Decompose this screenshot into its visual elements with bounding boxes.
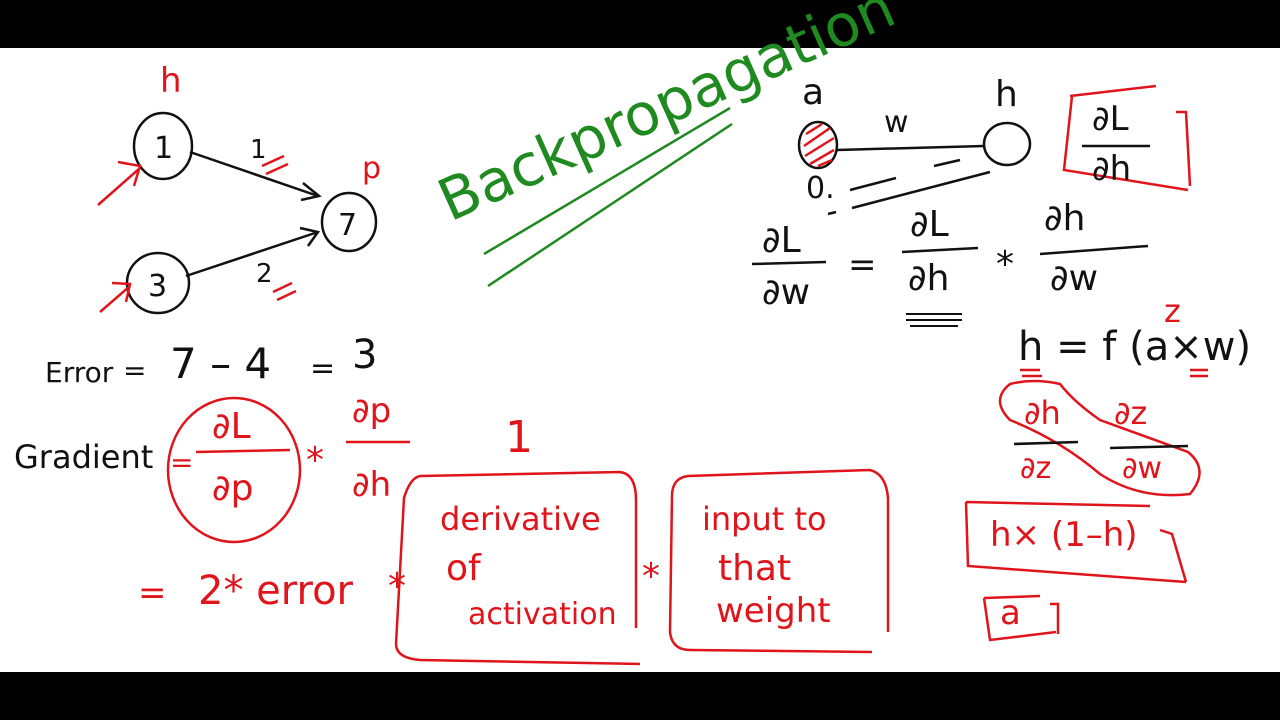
chain-lhs-den: ∂w [762,272,810,313]
chain-eq: = [848,245,877,285]
local-dz: ∂z [1114,394,1147,432]
input-line1: input to [702,500,827,538]
error-eq2: = [310,351,335,386]
chain-lhs-num: ∂L [762,220,801,261]
local-dw: ∂w [1122,451,1162,486]
error-expr: 7 – 4 [170,339,271,388]
local-chain-loop [998,379,1201,497]
gradient-word: Gradient [14,438,153,476]
hfunc-w-underline [1190,368,1208,378]
right-node-a [797,120,839,170]
activation-function: z h = f (a×w) [1018,292,1251,378]
derivative-box: derivative of activation [394,470,641,666]
node-top [132,111,194,181]
gradient-eq-two: = [138,573,167,613]
result-deriv-text: h× (1–h) [990,515,1138,555]
results: h× (1–h) a [964,500,1188,642]
input-arrow-bottom [99,281,132,313]
weight-top-marks [261,154,289,176]
chain-rule: ∂L ∂w = ∂L ∂h * ∂h ∂w [751,198,1149,327]
error-result: 3 [352,332,377,378]
edge-bottom [185,230,319,278]
chain-rhs-num: ∂h [1044,198,1085,239]
input-arrow-top [97,160,142,206]
gradient-circle [166,396,302,544]
node-top-value: 1 [154,131,173,166]
derivative-box-outline [394,470,641,666]
hfunc-z: z [1164,292,1181,330]
gradient-times: * [306,440,324,481]
chain-mid-underline [906,313,962,327]
result-deriv-box [964,500,1188,584]
edge-bottom-arrowhead [299,226,321,247]
right-a-label: a [802,72,824,113]
right-node-a-hatch [803,122,835,168]
output-label: p [362,151,381,186]
error-word: Error [45,356,114,389]
boxed-fraction-den: ∂h [1092,149,1131,189]
result-a-box [982,594,1060,642]
chain-lhs-bar [751,260,827,266]
edge-top-arrowhead [300,182,322,202]
gradient-dp: ∂p [212,468,253,509]
edge-top [189,150,319,198]
chain-mid-bar [901,246,979,254]
boxed-fraction: ∂L ∂h [1062,84,1192,192]
title-underline-1 [483,106,731,256]
chain-mid-num: ∂L [910,204,949,245]
chain-rhs-den: ∂w [1050,258,1098,299]
error-eq1: = [123,354,146,387]
result-a-text: a [1000,593,1021,633]
local-chain: ∂h ∂z ∂z ∂w [998,379,1201,497]
right-w-label: w [884,105,909,140]
hfunc-h-underline [1020,368,1042,378]
gradient-one: 1 [505,412,533,463]
gradient-frac-bar [195,448,291,454]
node-output [320,191,378,253]
hfunc-text: h = f (a×w) [1018,324,1251,370]
gradient-two-error: 2* error [198,568,354,614]
weight-top-label: 1 [250,135,267,165]
input-line3: weight [716,591,831,631]
right-h-label: h [995,74,1018,115]
right-network: a h w 0. [797,72,1032,216]
local-bar-1 [1013,440,1079,446]
gradient-dh: ∂h [352,465,391,505]
local-bar-2 [1109,444,1189,450]
network-diagram: h 1 3 7 p 1 2 [97,61,381,315]
weight-bottom-label: 2 [256,259,273,289]
chain-star: * [996,244,1014,285]
derivative-line2: of [446,548,482,589]
gradient-dp2: ∂p [352,391,391,431]
hidden-layer-label: h [160,61,182,101]
right-zero: 0. [806,171,835,206]
node-output-value: 7 [338,208,357,243]
gradient-expression: Gradient = ∂L ∂p * ∂p ∂h 1 = 2* error * [14,391,533,614]
weight-bottom-marks [272,281,297,302]
local-dh: ∂h [1024,394,1061,432]
local-dz2: ∂z [1020,451,1051,486]
input-line2: that [718,548,791,589]
boxed-fraction-num: ∂L [1092,99,1129,139]
right-node-h [982,121,1032,167]
input-box: input to that weight [668,468,890,654]
boxes-times: * [642,556,660,597]
node-bottom-value: 3 [148,269,167,304]
chain-rhs-bar [1039,244,1149,256]
gradient-dl: ∂L [212,406,251,447]
derivative-line1: derivative [440,500,601,538]
right-dashes [827,158,991,216]
error-line: Error = 7 – 4 = 3 [45,332,377,389]
right-edge [836,144,985,152]
gradient-star: * [388,566,406,607]
boxed-fraction-outline [1062,84,1192,192]
input-box-outline [668,468,890,654]
derivative-line3: activation [468,597,617,632]
title-underline-2 [487,122,733,288]
gradient-eq: = [170,446,193,479]
chain-mid-den: ∂h [908,258,949,299]
